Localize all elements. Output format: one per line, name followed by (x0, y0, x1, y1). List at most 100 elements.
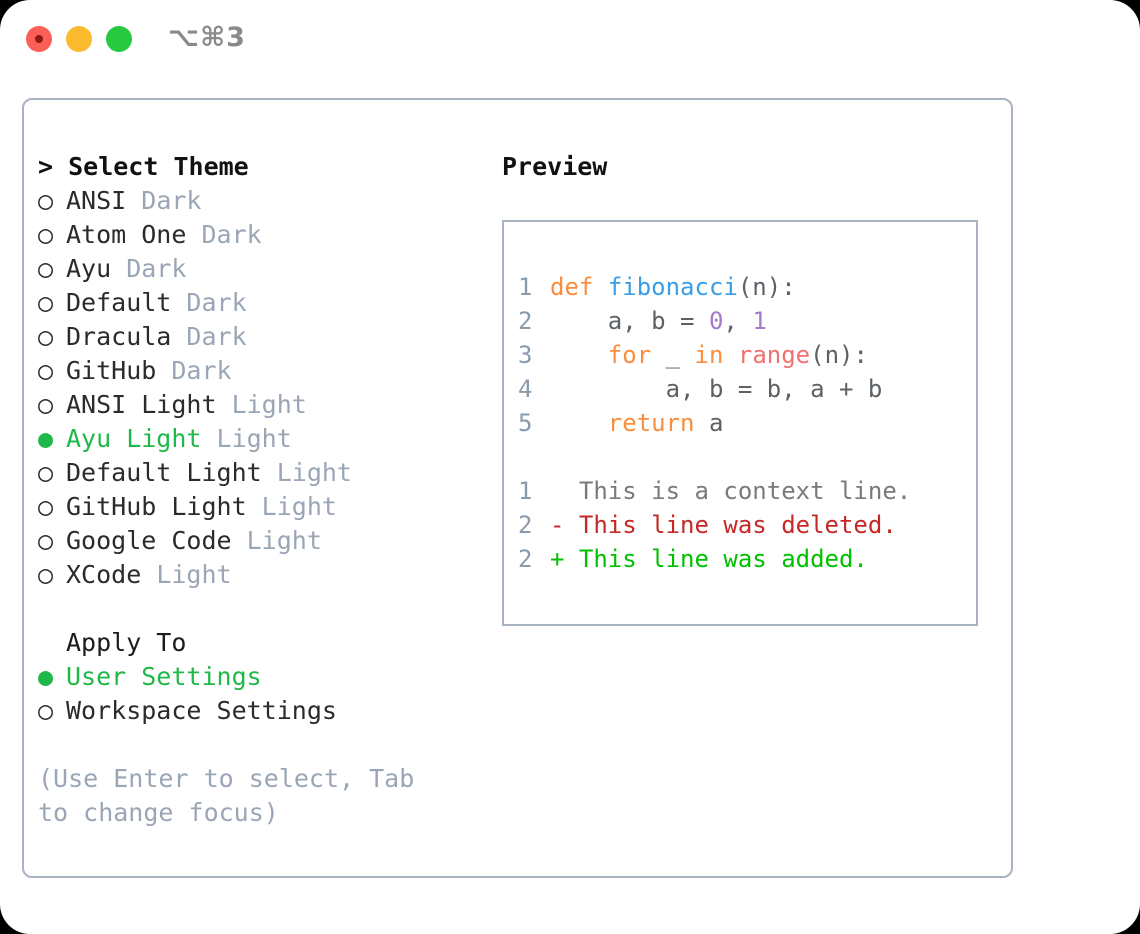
theme-option[interactable]: ○ Atom One Dark (38, 218, 488, 252)
diff-text: + This line was added. (550, 545, 868, 573)
theme-option-tag: Light (216, 390, 307, 419)
radio-unselected-icon[interactable]: ○ (38, 526, 54, 555)
apply-to-heading: Apply To (66, 628, 187, 657)
radio-unselected-icon[interactable]: ○ (38, 458, 54, 487)
theme-option-name: ANSI (66, 186, 127, 215)
theme-option[interactable]: ○ ANSI Light Light (38, 388, 488, 422)
theme-option[interactable]: ○ Dracula Dark (38, 320, 488, 354)
code-token (550, 341, 608, 369)
theme-option-tag: Dark (186, 220, 262, 249)
theme-option-tag: Dark (171, 322, 247, 351)
code-token: (n): (810, 341, 868, 369)
theme-option-name: Ayu Light (66, 424, 202, 453)
theme-option[interactable]: ○ XCode Light (38, 558, 488, 592)
line-number: 1 (518, 477, 533, 505)
code-token: a, b = b, a + b (550, 375, 883, 403)
spacer (518, 440, 976, 474)
code-token: 1 (752, 307, 767, 335)
code-token: return (607, 409, 695, 437)
line-number: 2 (518, 545, 533, 573)
maximize-window-button[interactable] (106, 26, 132, 52)
apply-to-option[interactable]: ● User Settings (38, 660, 488, 694)
code-token: (n): (737, 273, 796, 301)
diff-line: 1 This is a context line. (518, 474, 976, 508)
apply-to-option-name: User Settings (66, 662, 262, 691)
theme-option-tag: Light (141, 560, 232, 589)
theme-option-name: Ayu (66, 254, 112, 283)
theme-option-tag: Dark (156, 356, 232, 385)
title-bar: ⌥⌘3 (0, 0, 1140, 78)
apply-to-section: Apply To ● User Settings ○Workspace Settin… (38, 626, 488, 728)
radio-unselected-icon[interactable]: ○ (38, 560, 54, 589)
theme-option-tag: Light (201, 424, 292, 453)
theme-option-name: ANSI Light (66, 390, 217, 419)
theme-option-name: Dracula (66, 322, 172, 351)
code-token: 0 (708, 307, 724, 335)
theme-option[interactable]: ○ ANSI Dark (38, 184, 488, 218)
code-line: 3 for _ in range(n): (518, 338, 976, 372)
radio-selected-icon[interactable]: ● (38, 662, 54, 691)
theme-option[interactable]: ○GitHub Dark (38, 354, 488, 388)
theme-option[interactable]: ○ Ayu Dark (38, 252, 488, 286)
radio-selected-icon[interactable]: ● (38, 424, 54, 453)
keyboard-shortcut-label: ⌥⌘3 (168, 22, 246, 53)
code-token: a, b = (550, 307, 709, 335)
apply-to-option[interactable]: ○Workspace Settings (38, 694, 488, 728)
code-token (593, 273, 607, 301)
keyboard-hint-text: (Use Enter to select, Tab to change focu… (38, 764, 415, 827)
code-token: def (550, 273, 594, 301)
code-token: fibonacci (607, 273, 738, 301)
code-token: in (694, 341, 724, 369)
radio-unselected-icon[interactable]: ○ (38, 254, 54, 283)
radio-unselected-icon[interactable]: ○ (38, 288, 54, 317)
theme-option-tag: Dark (111, 254, 187, 283)
close-icon (35, 35, 43, 43)
code-line: 4 a, b = b, a + b (518, 372, 976, 406)
theme-option-tag: Light (246, 492, 337, 521)
theme-option[interactable]: ○GitHub Light Light (38, 490, 488, 524)
diff-text: This is a context line. (550, 477, 912, 505)
radio-unselected-icon[interactable]: ○ (38, 356, 54, 385)
code-token: for (607, 341, 652, 369)
line-number: 2 (518, 511, 533, 539)
radio-unselected-icon[interactable]: ○ (38, 696, 54, 725)
theme-option-name: Atom One (66, 220, 187, 249)
theme-option[interactable]: ○ Default Light Light (38, 456, 488, 490)
theme-option-name: XCode (66, 560, 142, 589)
radio-unselected-icon[interactable]: ○ (38, 492, 54, 521)
code-token: range (737, 341, 811, 369)
radio-unselected-icon[interactable]: ○ (38, 322, 54, 351)
theme-option-tag: Dark (126, 186, 202, 215)
code-token: , (723, 307, 753, 335)
radio-unselected-icon[interactable]: ○ (38, 390, 54, 419)
line-number: 3 (518, 341, 533, 369)
diff-line: 2 + This line was added. (518, 542, 976, 576)
diff-text: - This line was deleted. (550, 511, 897, 539)
theme-option[interactable]: ○ Default Dark (38, 286, 488, 320)
theme-option-tag: Light (231, 526, 322, 555)
line-number: 2 (518, 307, 533, 335)
code-token (723, 341, 737, 369)
theme-list[interactable]: ○ ANSI Dark ○ Atom One Dark ○ Ayu Dark ○ Defaul… (38, 184, 488, 592)
theme-option-tag: Light (261, 458, 352, 487)
code-line: 2 a, b = 0, 1 (518, 304, 976, 338)
line-number: 4 (518, 375, 533, 403)
theme-option-tag: Dark (171, 288, 247, 317)
theme-option[interactable]: ○Google Code Light (38, 524, 488, 558)
theme-option-name: Default (66, 288, 172, 317)
content-panel: > Select Theme ○ANSI Dark○Atom One Dark○… (22, 98, 1013, 878)
theme-option-name: Default Light (66, 458, 262, 487)
minimize-window-button[interactable] (66, 26, 92, 52)
code-token: _ (651, 341, 695, 369)
apply-to-list[interactable]: ● User Settings ○Workspace Settings (38, 660, 488, 728)
radio-unselected-icon[interactable]: ○ (38, 220, 54, 249)
line-number: 5 (518, 409, 533, 437)
theme-selection-column: > Select Theme ○ANSI Dark○Atom One Dark○… (38, 150, 488, 830)
theme-option[interactable]: ● Ayu Light Light (38, 422, 488, 456)
radio-unselected-icon[interactable]: ○ (38, 186, 54, 215)
select-theme-heading: > Select Theme (38, 152, 249, 181)
line-number: 1 (518, 273, 533, 301)
